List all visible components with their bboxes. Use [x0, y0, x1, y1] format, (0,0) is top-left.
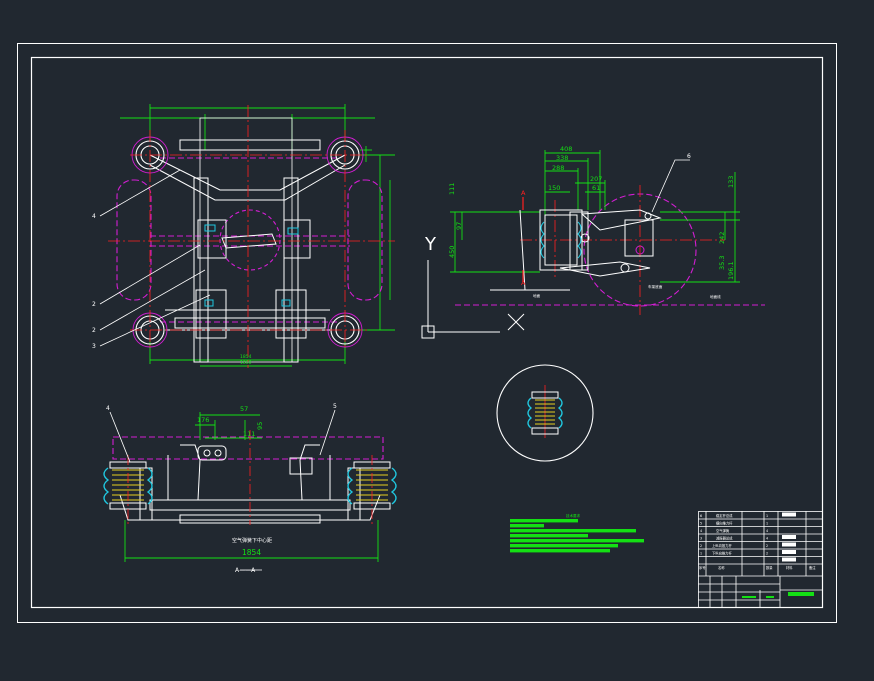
tb-header-mat: 材料	[786, 565, 793, 570]
side-label-ground-right: 地面线	[710, 294, 721, 299]
front-dim-1854: 1854	[242, 548, 261, 557]
side-dim-288: 288	[552, 164, 564, 172]
plan-dim-1800: 1800	[240, 360, 252, 366]
notes-title: 技术要求	[566, 513, 580, 518]
side-view: A A 6 408 338 288 207 150 61 111 450 97 …	[448, 145, 765, 315]
plan-centerlines	[108, 105, 395, 368]
air-spring-detail	[496, 364, 594, 462]
tb-row-1-name: 横向推力杆	[716, 521, 733, 526]
tb-row-4-qty: 2	[766, 544, 768, 548]
tb-row-5-qty: 2	[766, 552, 768, 556]
tb-row-3-name: 减振器总成	[716, 536, 733, 541]
side-dim-150: 150	[548, 184, 560, 192]
inner-frame	[30, 56, 824, 609]
plan-view: 4 2 2 3 1854 1800	[92, 104, 395, 368]
side-section-mark-top: A	[521, 189, 526, 197]
tb-row-0-qty: 1	[766, 514, 768, 518]
side-section-mark-bottom: A	[521, 279, 526, 287]
tb-row-3-qty: 4	[766, 537, 768, 541]
side-label-ground-left: 地面	[533, 293, 541, 298]
side-dim-207: 207	[590, 175, 602, 183]
front-dim-111: 111	[243, 430, 255, 438]
tb-row-4-no: 2	[700, 544, 702, 548]
tb-row-1-no: 5	[700, 522, 702, 526]
tb-row-2-no: 4	[700, 529, 702, 533]
tb-row-3-no: 3	[700, 537, 702, 541]
outer-frame	[17, 43, 837, 623]
side-dim-111: 111	[448, 183, 456, 195]
side-label-frame-bottom: 车架底面	[648, 284, 663, 289]
title-block: 6 稳定杆总成 1 5 横向推力杆 1 4 空气弹簧 4 3 减振器总成 4 2…	[698, 511, 823, 608]
ucs-icon	[421, 260, 525, 339]
side-callout-6: 6	[687, 153, 691, 160]
side-dim-450: 450	[448, 246, 456, 258]
tb-header-qty: 数量	[766, 565, 773, 570]
side-dim-97: 97	[455, 222, 463, 230]
tb-row-5-name: 下纵向推力杆	[712, 551, 732, 556]
plan-callout-2b: 2	[92, 327, 96, 334]
side-dim-338: 338	[556, 154, 568, 162]
wheel-right	[347, 179, 383, 301]
side-dim-133: 133	[727, 176, 735, 188]
plan-callouts	[99, 169, 211, 347]
side-dim-61: 61	[592, 184, 600, 192]
plan-callout-2a: 2	[92, 301, 96, 308]
tb-row-2-qty: 4	[766, 529, 768, 533]
wheel-left	[116, 179, 152, 301]
side-dim-35-3: 35.3	[718, 256, 726, 270]
plan-dim-1854: 1854	[240, 354, 252, 360]
tb-header-no: 序号	[699, 565, 706, 570]
tb-row-4-name: 上纵向推力杆	[712, 543, 732, 548]
side-dim-408: 408	[560, 145, 572, 153]
plan-callout-3: 3	[92, 343, 96, 350]
tb-row-0-name: 稳定杆总成	[716, 513, 733, 518]
plan-frame	[149, 117, 346, 363]
tb-row-0-no: 6	[700, 514, 702, 518]
side-dim-lines	[450, 150, 740, 283]
front-dim-95: 95	[256, 422, 264, 430]
front-section-title: A——A	[235, 567, 256, 574]
tb-header-note: 备注	[809, 565, 816, 570]
tb-row-1-qty: 1	[766, 522, 768, 526]
plan-callout-4: 4	[92, 213, 96, 220]
front-caption: 空气弹簧下中心距	[232, 537, 272, 544]
ucs-y-label: Y	[424, 234, 437, 255]
front-callout-4: 4	[106, 405, 110, 412]
technical-notes: 技术要求	[510, 513, 644, 553]
front-dim-57: 57	[240, 405, 248, 413]
front-view: 4 5 57 176 111 95 1854 空气弹簧下中心距 A——A	[103, 403, 397, 574]
tb-row-2-name: 空气弹簧	[716, 528, 730, 533]
drawing-frame	[17, 43, 837, 623]
front-dim-176: 176	[197, 416, 209, 424]
side-suspension	[490, 209, 662, 291]
side-dim-196-1: 196.1	[727, 261, 735, 280]
tb-header-name: 名称	[718, 565, 725, 570]
tb-row-5-no: 1	[700, 552, 702, 556]
side-dim-242: 242	[718, 232, 726, 244]
front-callout-5: 5	[333, 403, 337, 410]
